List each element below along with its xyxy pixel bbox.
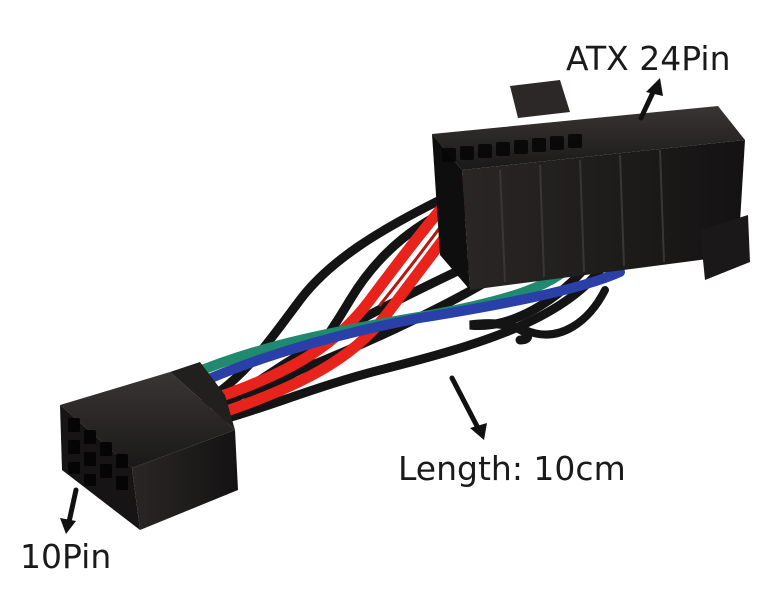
- arrow-10pin-icon: [60, 487, 79, 534]
- arrow-atx-icon: [638, 78, 663, 121]
- length-label: Length: 10cm: [398, 449, 626, 488]
- 10pin-connector: [60, 362, 238, 530]
- 10pin-label: 10Pin: [20, 537, 112, 576]
- atx-24pin-label: ATX 24Pin: [566, 39, 731, 78]
- atx-24pin-connector: [432, 80, 750, 290]
- arrow-length-icon: [449, 375, 487, 440]
